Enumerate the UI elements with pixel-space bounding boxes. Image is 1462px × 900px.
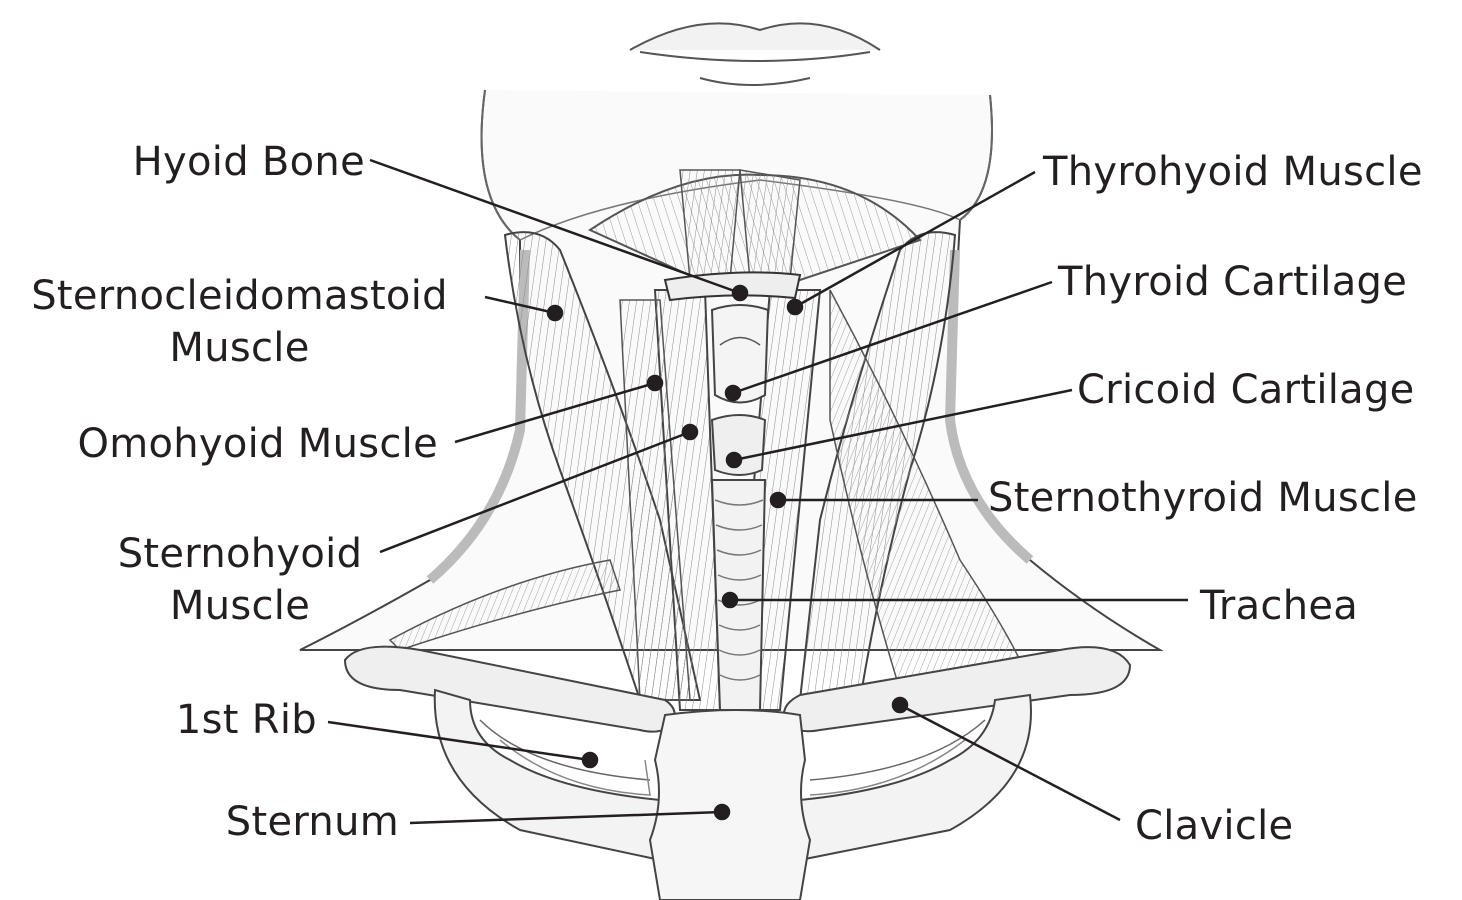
label-trachea: Trachea xyxy=(1200,580,1358,632)
label-first-rib: 1st Rib xyxy=(120,694,317,746)
larynx-trachea xyxy=(712,305,768,710)
label-omohyoid-muscle: Omohyoid Muscle xyxy=(20,418,438,470)
label-sternohyoid-muscle: Sternohyoid Muscle xyxy=(100,528,380,632)
label-sternocleidomastoid-muscle: Sternocleidomastoid Muscle xyxy=(12,270,467,374)
label-thyroid-cartilage: Thyroid Cartilage xyxy=(1058,256,1407,308)
label-clavicle: Clavicle xyxy=(1135,800,1293,852)
label-thyrohyoid-muscle: Thyrohyoid Muscle xyxy=(1043,146,1423,198)
label-cricoid-cartilage: Cricoid Cartilage xyxy=(1077,364,1415,416)
label-sternothyroid-muscle: Sternothyroid Muscle xyxy=(988,472,1418,524)
label-sternum: Sternum xyxy=(150,796,399,848)
sternum xyxy=(650,710,810,900)
clavicle-left xyxy=(345,647,675,732)
label-hyoid-bone: Hyoid Bone xyxy=(60,136,365,188)
chin-outline xyxy=(630,23,880,85)
